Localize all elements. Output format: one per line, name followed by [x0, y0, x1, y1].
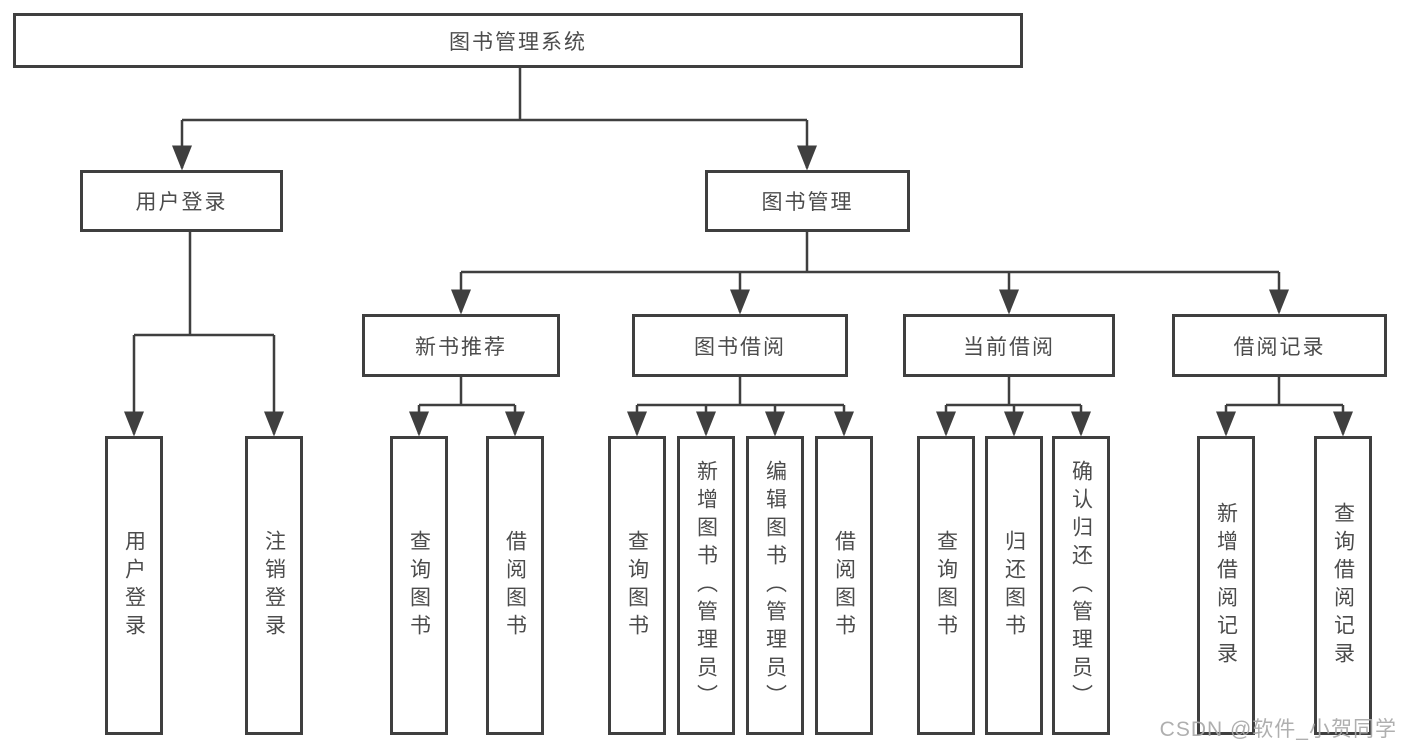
node-book-borrowing: 图书借阅	[632, 314, 848, 377]
leaf-borrow-add-books-admin: 新增图书（管理员）	[677, 436, 735, 735]
node-label: 借阅图书	[832, 529, 856, 642]
node-label: 用户登录	[135, 191, 228, 214]
node-label: 图书管理系统	[449, 30, 587, 54]
node-label: 图书借阅	[694, 335, 786, 359]
node-label: 用户登录	[122, 529, 146, 642]
node-label: 编辑图书（管理员）	[763, 459, 787, 712]
node-label: 归还图书	[1002, 529, 1026, 642]
node-current-borrowing: 当前借阅	[903, 314, 1115, 377]
node-label: 当前借阅	[963, 335, 1055, 359]
node-label: 新增借阅记录	[1214, 501, 1238, 670]
leaf-current-query-books: 查询图书	[917, 436, 975, 735]
node-label: 借阅图书	[503, 529, 527, 642]
node-label: 新增图书（管理员）	[694, 459, 718, 712]
leaf-borrow-query-books: 查询图书	[608, 436, 666, 735]
csdn-watermark: CSDN @软件_小贺同学	[1159, 718, 1397, 741]
leaf-logout: 注销登录	[245, 436, 303, 735]
leaf-records-query-record: 查询借阅记录	[1314, 436, 1372, 735]
node-label: 确认归还（管理员）	[1069, 459, 1093, 712]
leaf-records-add-record: 新增借阅记录	[1197, 436, 1255, 735]
leaf-current-return-books: 归还图书	[985, 436, 1043, 735]
node-book-management-system: 图书管理系统	[13, 13, 1023, 68]
leaf-borrow-edit-books-admin: 编辑图书（管理员）	[746, 436, 804, 735]
leaf-current-confirm-return-admin: 确认归还（管理员）	[1052, 436, 1110, 735]
node-label: 图书管理	[761, 191, 854, 214]
node-user-login: 用户登录	[80, 170, 283, 232]
node-new-book-recommend: 新书推荐	[362, 314, 560, 377]
node-label: 查询图书	[934, 529, 958, 642]
node-label: 新书推荐	[415, 335, 507, 359]
leaf-user-login: 用户登录	[105, 436, 163, 735]
leaf-borrow-borrow-books: 借阅图书	[815, 436, 873, 735]
node-label: 注销登录	[262, 529, 286, 642]
node-borrowing-records: 借阅记录	[1172, 314, 1387, 377]
node-book-management: 图书管理	[705, 170, 910, 232]
node-label: 借阅记录	[1233, 335, 1326, 359]
node-label: 查询图书	[625, 529, 649, 642]
node-label: 查询图书	[407, 529, 431, 642]
leaf-newbooks-borrow-books: 借阅图书	[486, 436, 544, 735]
node-label: 查询借阅记录	[1331, 501, 1355, 670]
leaf-newbooks-query-books: 查询图书	[390, 436, 448, 735]
